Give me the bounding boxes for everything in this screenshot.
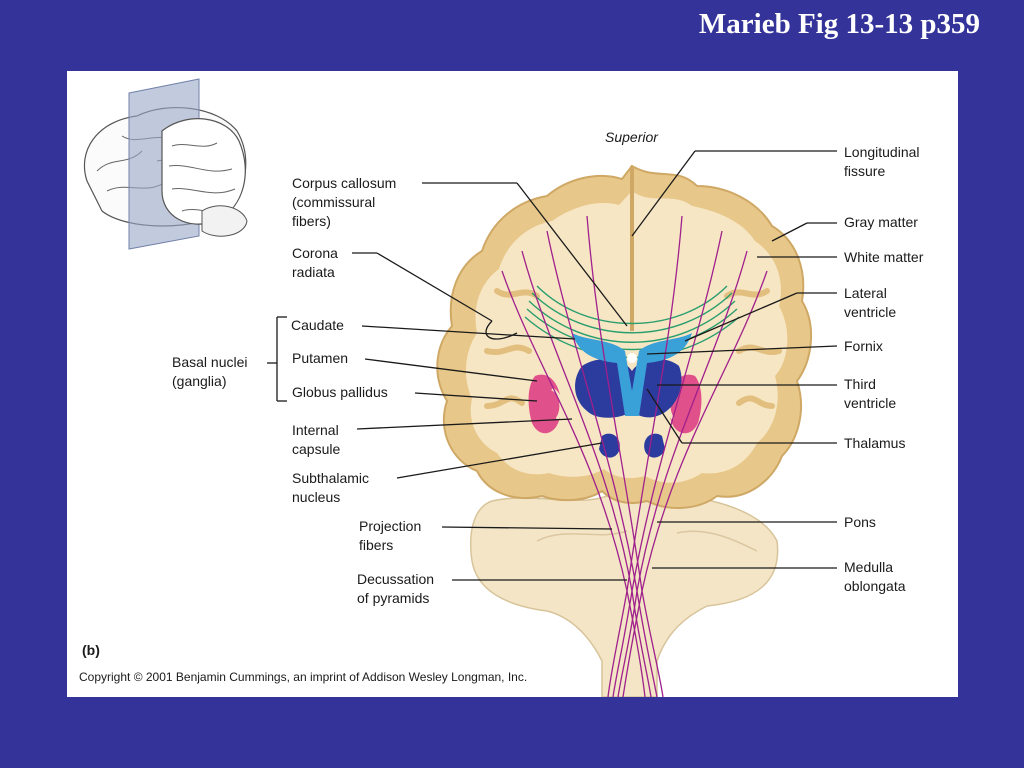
label-basal-nuclei: Basal nuclei (ganglia) [172, 354, 248, 389]
label-putamen: Putamen [292, 350, 349, 366]
orientation-label: Superior [605, 129, 658, 145]
label-white-matter: White matter [844, 249, 924, 265]
label-internal-capsule: Internal capsule [292, 422, 341, 457]
label-subthalamic-nucleus: Subthalamic nucleus [292, 470, 370, 505]
label-thalamus: Thalamus [844, 435, 906, 451]
label-longitudinal-fissure: Longitudinal fissure [844, 144, 920, 179]
copyright-notice: Copyright © 2001 Benjamin Cummings, an i… [79, 670, 528, 684]
label-globus-pallidus: Globus pallidus [292, 384, 388, 400]
label-corpus-callosum: Corpus callosum (commissural fibers) [292, 175, 397, 229]
projection-fibers [501, 215, 768, 697]
label-decussation-of-pyramids: Decussation of pyramids [357, 571, 435, 606]
label-medulla-oblongata: Medulla oblongata [844, 559, 906, 594]
label-caudate: Caudate [291, 317, 344, 333]
inset-brain-illustration [83, 78, 248, 250]
label-pons: Pons [844, 514, 876, 530]
brain-section-diagram [83, 78, 838, 697]
figure-panel: Superior Corpus callosum (commissural fi… [67, 71, 958, 697]
panel-letter: (b) [82, 642, 100, 658]
slide-title: Marieb Fig 13-13 p359 [698, 8, 980, 40]
cerebrum [436, 164, 813, 509]
leader-lines [267, 150, 838, 581]
label-lateral-ventricle: Lateral ventricle [844, 285, 897, 320]
label-third-ventricle: Third ventricle [844, 376, 897, 411]
label-projection-fibers: Projection fibers [359, 518, 422, 553]
label-corona-radiata: Corona radiata [292, 245, 338, 280]
label-fornix: Fornix [844, 338, 883, 354]
label-gray-matter: Gray matter [844, 214, 918, 230]
